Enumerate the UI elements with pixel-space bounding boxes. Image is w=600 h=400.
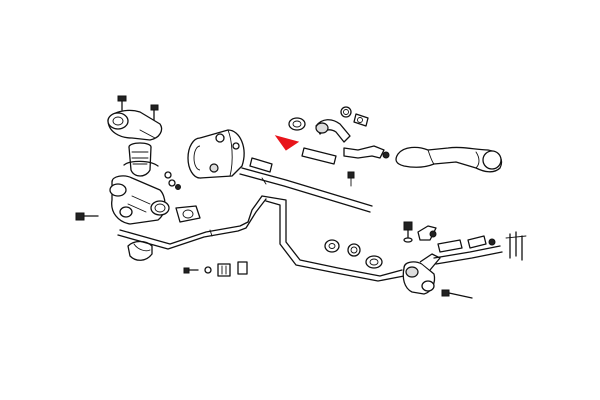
seal-ring-middle xyxy=(324,239,361,257)
flange-gasket xyxy=(175,205,201,223)
bolt-left xyxy=(75,212,99,221)
bypass-hose xyxy=(343,145,390,159)
hose-pump-short xyxy=(249,157,273,173)
o-ring-middle xyxy=(365,255,383,269)
bolt-top-left xyxy=(117,95,127,111)
o-ring-upper xyxy=(288,117,306,131)
coolant-pipe-lower xyxy=(117,195,267,250)
washer-small xyxy=(164,171,181,190)
hose-piece-right-a xyxy=(437,239,463,253)
pipe-pump-to-right xyxy=(239,167,373,213)
bolt-top-center xyxy=(150,104,159,121)
bolt-bottom xyxy=(183,267,199,274)
temperature-sensor xyxy=(403,221,413,243)
pipe-right-run xyxy=(433,245,503,265)
thermostat-housing-cover xyxy=(107,109,163,141)
upper-radiator-hose xyxy=(395,146,503,173)
elbow-hose-lower-left xyxy=(127,240,153,261)
vertical-pipes-right xyxy=(505,231,527,261)
curved-hose-upper xyxy=(315,119,351,143)
coolant-pipe-middle xyxy=(261,195,405,282)
hose-clamp-upper xyxy=(340,106,369,127)
nut-small xyxy=(347,171,355,187)
red-arrow xyxy=(274,135,300,151)
bolt-lower-right xyxy=(441,289,473,299)
clip-bottom xyxy=(204,261,248,277)
coolant-hose-highlighted xyxy=(301,147,337,165)
thermostat xyxy=(123,142,159,177)
hose-piece-right-b xyxy=(467,235,496,249)
coolant-distribution-block xyxy=(402,253,441,295)
small-hose-sensor xyxy=(417,225,437,241)
water-pump xyxy=(187,129,245,179)
thermostat-lower-housing xyxy=(109,175,170,225)
